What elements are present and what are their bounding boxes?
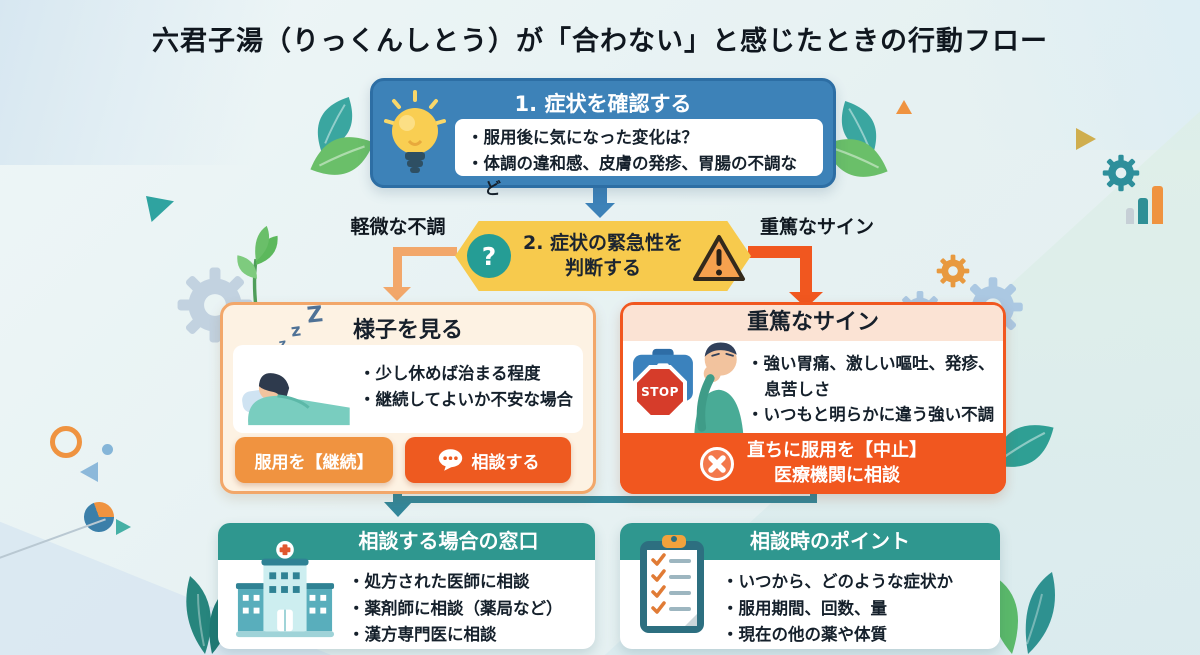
banner-line1: 直ちに服用を【中止】 bbox=[747, 440, 927, 462]
page-title: 六君子湯（りっくんしとう）が「合わない」と感じたときの行動フロー bbox=[152, 26, 1048, 57]
warning-icon bbox=[693, 235, 745, 281]
pie-chart-icon bbox=[79, 497, 119, 537]
observe-bullet: 継続してよいか不安な場合 bbox=[359, 387, 577, 413]
continue-button[interactable]: 服用を【継続】 bbox=[235, 437, 393, 483]
step1-panel: 服用後に気になった変化は？ 体調の違和感、皮膚の発疹、胃腸の不調など bbox=[455, 119, 823, 198]
triangle-decoration bbox=[896, 100, 912, 114]
consult-points-bullet: 現在の他の薬や体質 bbox=[722, 622, 994, 649]
stop-banner: 直ちに服用を【中止】 医療機関に相談 bbox=[620, 433, 1006, 494]
sprout-icon bbox=[237, 225, 278, 309]
dot-decoration bbox=[102, 444, 113, 455]
consult-window-bullet: 薬剤師に相談（薬局など） bbox=[348, 596, 589, 623]
consult-points-box: 相談時のポイント いつから、どのような症状か 服用期間、回数、量 現在の他の薬や… bbox=[620, 523, 1000, 649]
hospital-icon bbox=[235, 540, 335, 638]
sleeping-person-icon bbox=[242, 373, 350, 426]
severe-header: 重篤なサイン bbox=[623, 305, 1003, 341]
severe-bullet: いつもと明らかに違う強い不調 bbox=[747, 402, 995, 428]
consult-points-bullet: 服用期間、回数、量 bbox=[722, 596, 994, 623]
step1-box: 1. 症状を確認する 服用後に気になった変化は？ 体調の違和感、皮膚の発疹、胃腸… bbox=[370, 78, 836, 198]
question-icon: ? bbox=[467, 234, 511, 278]
banner-line2: 医療機関に相談 bbox=[774, 464, 900, 486]
chat-bubble-icon bbox=[438, 449, 462, 471]
observe-panel: 少し休めば治まる程度 継続してよいか不安な場合 bbox=[233, 345, 583, 433]
flow-arrow bbox=[393, 247, 402, 289]
bar-chart-icon bbox=[1126, 186, 1163, 224]
nauseous-person-icon bbox=[694, 342, 744, 435]
consult-button-label: 相談する bbox=[471, 452, 540, 473]
step1-bullet: 体調の違和感、皮膚の発疹、胃腸の不調など bbox=[467, 151, 813, 202]
ring-decoration bbox=[50, 426, 82, 458]
severe-box: 重篤なサイン STOP 強い胃痛、激しい嘔吐、発疹、息苦しさ いつもと明らかに違… bbox=[620, 302, 1006, 494]
triangle-decoration bbox=[116, 519, 131, 535]
branch-label-severe: 重篤なサイン bbox=[759, 216, 874, 238]
triangle-decoration bbox=[80, 462, 98, 482]
flow-arrow bbox=[800, 246, 812, 294]
flow-arrowhead bbox=[384, 502, 412, 517]
lightbulb-icon bbox=[384, 90, 446, 173]
checklist-icon bbox=[640, 535, 704, 633]
consult-points-bullet: いつから、どのような症状か bbox=[722, 569, 994, 596]
flow-arrow bbox=[393, 247, 457, 256]
observe-header: 様子を見る bbox=[352, 318, 463, 343]
triangle-decoration bbox=[146, 196, 174, 222]
severe-bullet: 強い胃痛、激しい嘔吐、発疹、息苦しさ bbox=[747, 351, 995, 402]
observe-bullet: 少し休めば治まる程度 bbox=[359, 361, 577, 387]
branch-label-mild: 軽微な不調 bbox=[350, 216, 446, 238]
line-decoration bbox=[0, 518, 106, 560]
decision-line1: 2. 症状の緊急性を bbox=[522, 232, 684, 255]
consult-window-bullet: 漢方専門医に相談 bbox=[348, 622, 589, 649]
flow-arrowhead bbox=[383, 287, 411, 301]
cancel-icon bbox=[700, 446, 734, 481]
consult-window-box: 相談する場合の窓口 処方さ bbox=[218, 523, 595, 649]
decision-line2: 判断する bbox=[564, 257, 641, 279]
stop-label: STOP bbox=[641, 385, 679, 399]
flow-arrowhead bbox=[585, 203, 615, 218]
observe-box: 様子を見る z z Z 少し休めば治まる程度 継続してよいか不安な場合 服用を【… bbox=[220, 302, 596, 494]
consult-window-bullet: 処方された医師に相談 bbox=[348, 569, 589, 596]
triangle-decoration bbox=[1076, 128, 1096, 150]
flow-connector bbox=[393, 496, 817, 503]
consult-button[interactable]: 相談する bbox=[405, 437, 571, 483]
step1-bullet: 服用後に気になった変化は？ bbox=[467, 125, 813, 151]
